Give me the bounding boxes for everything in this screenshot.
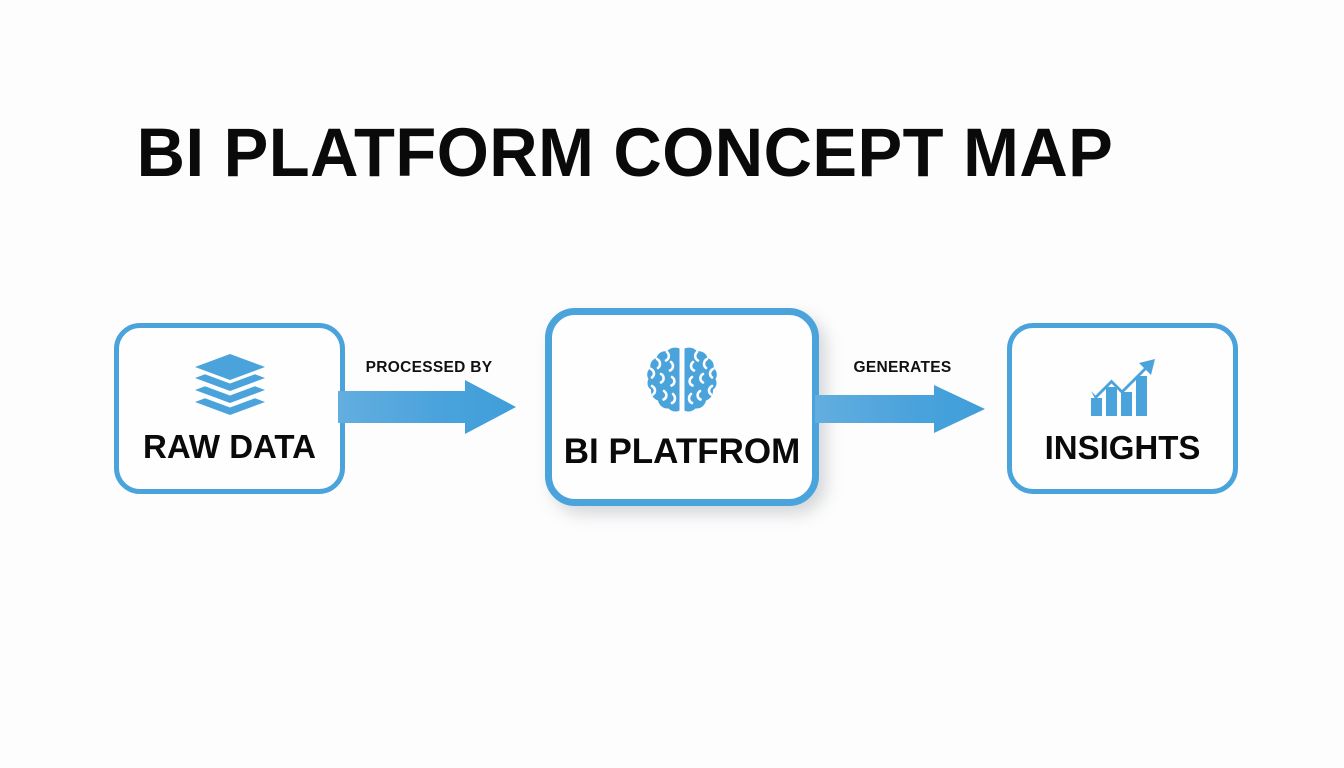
node-label-bi-platform: BI PLATFROM (563, 431, 801, 471)
bar-chart-growth-icon (1089, 354, 1157, 417)
brain-icon (646, 346, 718, 414)
node-label-raw-data: RAW DATA (143, 428, 316, 465)
connector-arrow-processed-by (338, 378, 520, 436)
node-insights[interactable]: INSIGHTS (1007, 323, 1238, 494)
node-label-insights: INSIGHTS (1044, 428, 1201, 466)
node-bi-platform[interactable]: BI PLATFROM (545, 308, 819, 506)
page-title: BI PLATFORM CONCEPT MAP (136, 114, 1114, 191)
node-raw-data[interactable]: RAW DATA (114, 323, 345, 494)
connector-arrow-generates (815, 384, 990, 434)
connector-label-processed-by: PROCESSED BY (365, 359, 493, 376)
connector-label-generates: GENERATES (853, 359, 952, 376)
layers-stack-icon (193, 354, 267, 416)
